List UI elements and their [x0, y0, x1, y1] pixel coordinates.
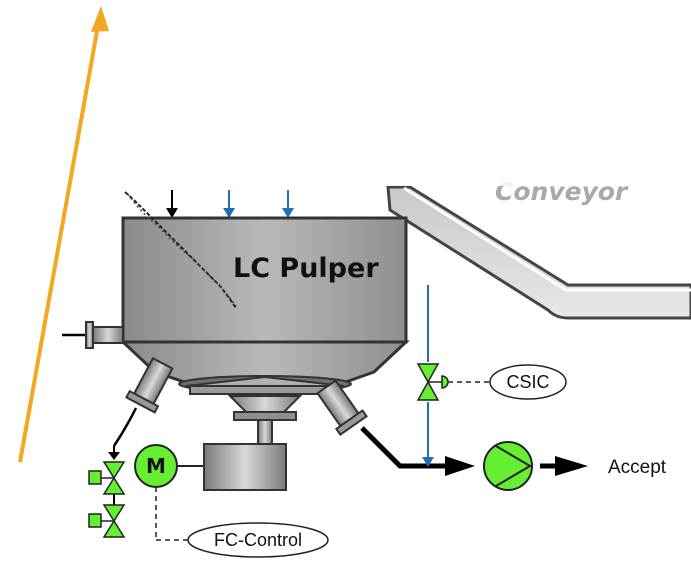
- reject-valve-upper[interactable]: [88, 446, 126, 495]
- lc-pulper-tank: LC Pulper: [119, 216, 410, 449]
- accept-line: [360, 426, 588, 476]
- pulper-label: LC Pulper: [233, 253, 379, 284]
- reject-outlet-nozzle: [112, 356, 174, 447]
- fc-control-link: [155, 487, 190, 541]
- accept-label: Accept: [608, 457, 667, 478]
- accept-pump[interactable]: [483, 441, 533, 491]
- side-inlet-nozzle: [62, 321, 124, 349]
- reject-valve-lower[interactable]: [88, 504, 126, 538]
- fc-control-tag[interactable]: FC-Control: [187, 522, 329, 558]
- csic-tag[interactable]: CSIC: [489, 364, 567, 400]
- csic-control-valve[interactable]: [416, 363, 490, 401]
- fc-control-label: FC-Control: [214, 530, 302, 550]
- motor[interactable]: M: [134, 444, 204, 488]
- dilution-water-line: [422, 285, 434, 467]
- orange-flow-arrow: [18, 6, 109, 463]
- gearbox: [203, 443, 287, 491]
- motor-label: M: [146, 454, 166, 478]
- csic-label: CSIC: [506, 372, 549, 392]
- conveyor: Conveyor: [380, 150, 691, 320]
- accept-outlet-nozzle: [316, 379, 368, 437]
- top-inlets: [166, 190, 294, 218]
